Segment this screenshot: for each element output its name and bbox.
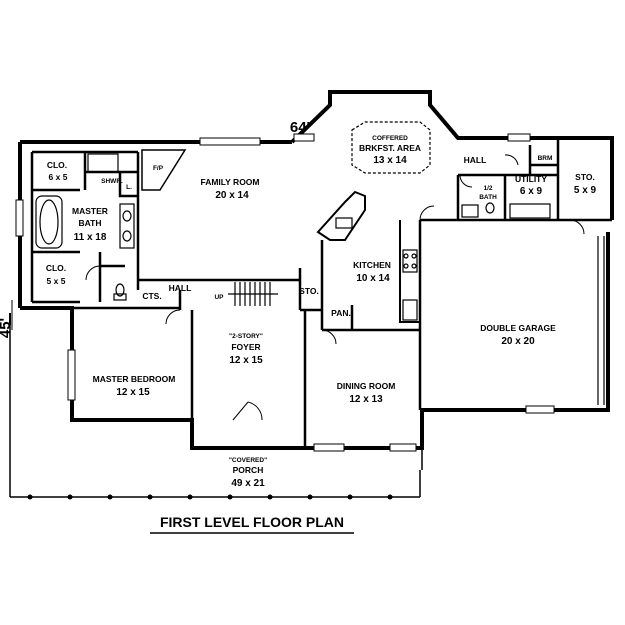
doors: [85, 154, 585, 421]
brm-label: BRM: [538, 155, 553, 162]
master-bath-name-1: MASTER: [72, 206, 108, 216]
breakfast-note: COFFERED: [372, 135, 408, 142]
breakfast-size: 13 x 14: [373, 155, 407, 166]
closet-bottom-name: CLO.: [46, 263, 66, 273]
storage-top-size: 5 x 9: [574, 185, 597, 196]
dining-size: 12 x 13: [349, 394, 383, 405]
kitchen-size: 10 x 14: [356, 273, 390, 284]
stair-up-label: UP: [214, 294, 224, 301]
overall-depth: 45': [0, 318, 14, 338]
utility-size: 6 x 9: [520, 186, 543, 197]
garage-name: DOUBLE GARAGE: [480, 323, 556, 333]
foyer-name: FOYER: [231, 342, 260, 352]
foyer-note: "2-STORY": [229, 333, 263, 340]
porch-posts: [27, 494, 393, 500]
storage-top-name: STO.: [575, 172, 595, 182]
half-bath-name-2: BATH: [479, 194, 497, 201]
fireplace-label: F/P: [153, 165, 164, 172]
exterior-walls: [18, 90, 614, 450]
half-bath-name-1: 1/2: [483, 185, 492, 192]
master-bedroom-name: MASTER BEDROOM: [93, 374, 176, 384]
windows: [15, 133, 555, 452]
shower-label: SHWR.: [101, 178, 123, 185]
overall-width: 64': [290, 119, 310, 136]
plan-title: FIRST LEVEL FLOOR PLAN: [160, 514, 344, 530]
closet-bottom-size: 5 x 5: [47, 276, 66, 286]
pantry-label: PAN.: [331, 308, 351, 318]
hall-mid-label: HALL: [169, 283, 192, 293]
porch-size: 49 x 21: [231, 478, 265, 489]
kitchen-name: KITCHEN: [353, 260, 391, 270]
breakfast-name: BRKFST. AREA: [359, 143, 421, 153]
dining-name: DINING ROOM: [337, 381, 396, 391]
cts-label: CTS.: [142, 291, 161, 301]
storage-mid-label: STO.: [299, 286, 319, 296]
family-room-name: FAMILY ROOM: [200, 177, 259, 187]
hall-top-label: HALL: [464, 155, 487, 165]
master-bedroom-size: 12 x 15: [116, 387, 150, 398]
foyer-size: 12 x 15: [229, 355, 263, 366]
master-bath-size: 11 x 18: [74, 232, 107, 243]
linen-label: L.: [126, 184, 132, 191]
porch-note: "COVERED": [229, 457, 267, 464]
interior-walls: [30, 140, 612, 448]
porch-name: PORCH: [233, 465, 264, 475]
utility-name: UTILITY: [515, 174, 547, 184]
family-room-size: 20 x 14: [215, 190, 249, 201]
fixtures: [35, 121, 605, 405]
garage-size: 20 x 20: [501, 336, 535, 347]
closet-top-size: 6 x 5: [49, 172, 68, 182]
closet-top-name: CLO.: [47, 160, 67, 170]
master-bath-name-2: BATH: [79, 218, 102, 228]
